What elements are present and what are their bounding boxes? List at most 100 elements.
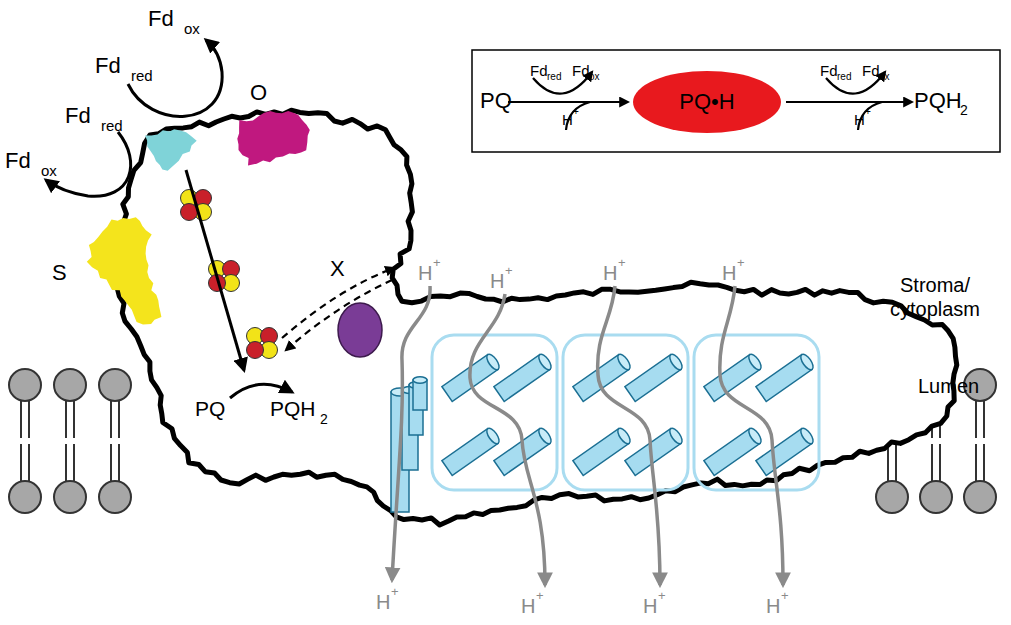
- helix-cap: [615, 352, 632, 371]
- node-text: Fd: [572, 63, 590, 78]
- electron-arrow: [46, 40, 292, 398]
- label: H: [418, 263, 432, 283]
- helix-cap: [413, 377, 427, 383]
- node-text: ox: [879, 72, 890, 82]
- lipid-head: [920, 481, 952, 513]
- subunit-o: [237, 111, 309, 165]
- lipid-tail: [887, 444, 889, 481]
- helix-bundle: [563, 335, 688, 490]
- helix-cap: [484, 426, 501, 445]
- node-text: PQ: [480, 90, 512, 112]
- sub-sup-script: ox: [184, 21, 200, 36]
- lipid-tail: [983, 401, 985, 438]
- lipid-tail: [895, 444, 897, 481]
- helix-cylinder: [573, 352, 633, 401]
- lipid-head: [54, 369, 86, 401]
- lipid-head: [99, 369, 131, 401]
- lipid-tail: [110, 444, 112, 481]
- node-text: H: [854, 112, 865, 127]
- lipid-tail: [118, 401, 120, 438]
- lipid-head: [9, 481, 41, 513]
- helix-cap: [615, 426, 632, 445]
- helix-cap: [798, 426, 815, 445]
- inset-frame: [472, 50, 1000, 152]
- lipid-tail: [65, 444, 67, 481]
- label: Fd: [95, 55, 121, 77]
- helix-cap: [536, 426, 553, 445]
- helix-cap: [798, 352, 815, 371]
- lipid-tail: [20, 444, 22, 481]
- helix-cap: [746, 426, 763, 445]
- helix-cap: [536, 352, 553, 371]
- label: Lumen: [918, 376, 979, 396]
- sub-sup-script: +: [505, 264, 513, 277]
- label: Fd: [5, 150, 31, 172]
- node-text: H: [562, 112, 573, 127]
- helix-cylinder: [704, 426, 764, 475]
- label: PQH: [270, 398, 316, 419]
- helix-cap: [667, 352, 684, 371]
- label: PQ: [195, 398, 225, 419]
- label: H: [490, 271, 504, 291]
- helix-cylinder: [756, 426, 816, 475]
- helix-cylinder: [573, 426, 633, 475]
- lipid-tail: [939, 444, 941, 481]
- fes-atom: [247, 342, 264, 359]
- label: O: [250, 82, 267, 104]
- lipid-tail: [73, 401, 75, 438]
- node-text: Fd: [820, 63, 838, 78]
- label: Stroma/ cytoplasm: [865, 273, 1005, 321]
- helix-cylinder: [625, 352, 685, 401]
- sub-sup-script: +: [781, 589, 789, 602]
- lipid-tail: [65, 401, 67, 438]
- ellipse-fill: [633, 71, 781, 133]
- helix-cap: [746, 352, 763, 371]
- complex-outline: [112, 110, 957, 525]
- lipid-head: [54, 481, 86, 513]
- sub-sup-script: +: [737, 256, 745, 269]
- sub-sup-script: 2: [320, 412, 328, 426]
- lipid-head: [9, 369, 41, 401]
- lipid-tail: [110, 401, 112, 438]
- lipid-tail: [118, 444, 120, 481]
- label: H: [603, 263, 617, 283]
- helix-cap: [484, 352, 501, 371]
- sub-sup-script: +: [658, 589, 666, 602]
- node-text: red: [837, 72, 851, 82]
- lipid-head: [964, 481, 996, 513]
- radical-ellipse: PQ•H: [632, 70, 782, 134]
- lipid-tail: [975, 401, 977, 438]
- lipid-tail: [73, 444, 75, 481]
- iron-sulfur-clusters: [181, 190, 278, 359]
- node-text: red: [547, 72, 561, 82]
- sub-sup-script: +: [433, 256, 441, 269]
- proton-path: [392, 286, 783, 585]
- inset-box: PQFdredFdoxH+FdredFdoxH+PQH2PQ•H: [472, 50, 1000, 152]
- lipid-tail: [28, 444, 30, 481]
- node-text: +: [573, 107, 579, 117]
- lipid-head: [876, 481, 908, 513]
- lipid-tail: [20, 401, 22, 438]
- sub-sup-script: +: [618, 256, 626, 269]
- helix-bundle: [432, 335, 557, 490]
- membrane-helices: [391, 335, 819, 512]
- node-text: PQH: [914, 90, 962, 112]
- label: H: [376, 592, 390, 612]
- label: Fd: [148, 8, 174, 30]
- label: H: [722, 263, 736, 283]
- sub-sup-script: +: [536, 589, 544, 602]
- label: H: [521, 596, 535, 616]
- helix-cylinder: [494, 352, 554, 401]
- node-text: PQ•H: [679, 91, 734, 113]
- node-text: +: [865, 107, 871, 117]
- node-text: ox: [589, 72, 600, 82]
- label: Fd: [65, 105, 91, 127]
- label: X: [330, 258, 345, 280]
- subunit-x: [338, 303, 382, 357]
- dashed-arrow: [282, 268, 394, 350]
- sub-sup-script: red: [131, 68, 153, 83]
- lipid-tail: [931, 444, 933, 481]
- cyan-subunit: [145, 129, 197, 171]
- helix-cylinder: [442, 426, 502, 475]
